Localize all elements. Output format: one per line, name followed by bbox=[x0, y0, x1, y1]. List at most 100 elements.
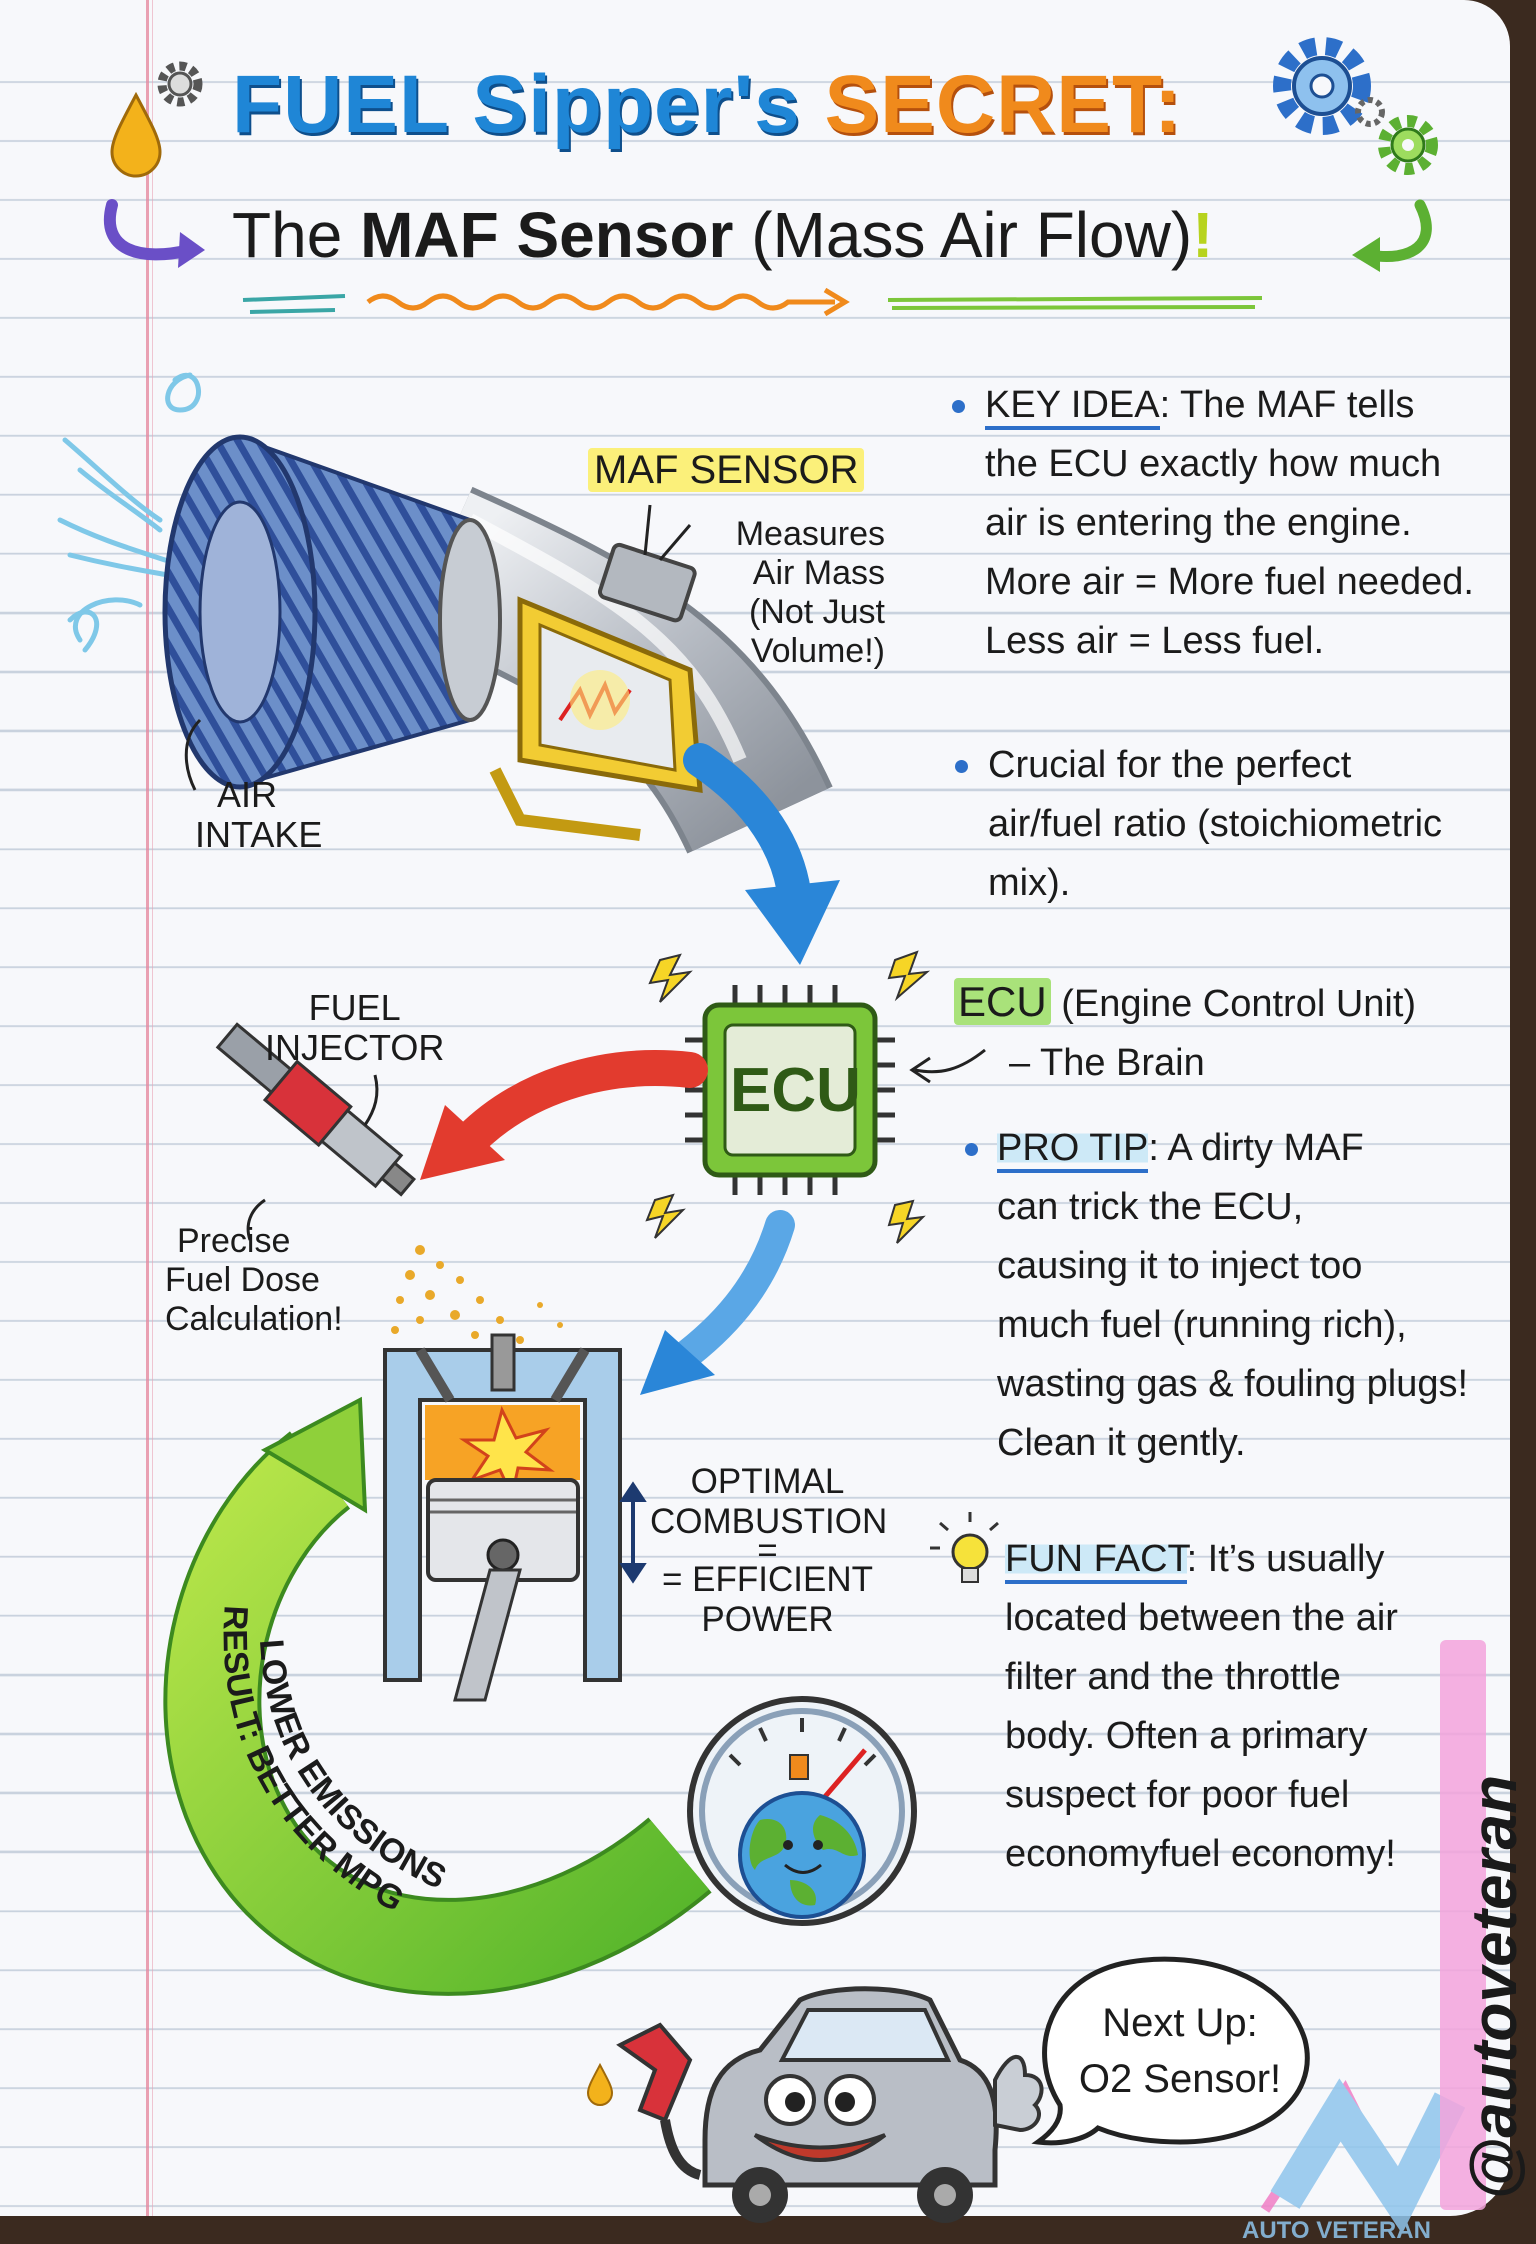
lightning-icon bbox=[645, 950, 931, 1244]
flow-arrow-red bbox=[420, 1050, 708, 1180]
label-line: = bbox=[757, 1531, 778, 1570]
label-line: Calculation! bbox=[165, 1300, 343, 1338]
auto-veteran-logo: AUTO VETERAN bbox=[1242, 2078, 1466, 2244]
bullet-icon bbox=[965, 1143, 978, 1156]
label-line: Volume!) bbox=[750, 632, 885, 670]
label-line: INJECTOR bbox=[265, 1027, 445, 1068]
page-title: FUEL Sipper's SECRET: bbox=[232, 58, 1182, 152]
bullet-icon bbox=[955, 760, 968, 773]
bullet-icon bbox=[952, 400, 965, 413]
margin-line bbox=[146, 0, 149, 2216]
note-line: the ECU exactly how much bbox=[985, 443, 1442, 485]
note-line: air is entering the engine. bbox=[985, 502, 1412, 544]
title-word: SECRET: bbox=[824, 59, 1183, 150]
social-handle: @autoveteran bbox=[1432, 1640, 1530, 2210]
gear-icon bbox=[1273, 37, 1371, 135]
subtitle-main: MAF Sensor bbox=[360, 199, 734, 271]
car-mascot-icon bbox=[702, 1986, 1044, 2223]
note-line: body. Often a primary bbox=[1005, 1715, 1368, 1757]
note-line: causing it to inject too bbox=[997, 1245, 1363, 1287]
subtitle-prefix: The bbox=[232, 199, 343, 271]
flow-arrow-blue bbox=[683, 743, 840, 965]
note-line: Clean it gently. bbox=[997, 1422, 1246, 1464]
note-line: (Engine Control Unit) bbox=[1061, 983, 1417, 1025]
underline-squiggle-orange bbox=[366, 293, 835, 311]
label-line: Air Mass bbox=[752, 554, 885, 592]
result-arc-arrow bbox=[163, 1396, 712, 1996]
underline-green bbox=[887, 296, 1263, 310]
flow-arrow-blue bbox=[640, 1210, 795, 1395]
note-label: PRO TIP bbox=[997, 1127, 1149, 1173]
measures-label: Measures Air Mass (Not Just Volume!) bbox=[720, 515, 885, 671]
callout-line: O2 Sensor! bbox=[1078, 2057, 1282, 2101]
label-line: OPTIMAL bbox=[690, 1462, 845, 1501]
gear-icon bbox=[1355, 97, 1385, 127]
note-line: suspect for poor fuel bbox=[1005, 1774, 1350, 1816]
note-line: Crucial for the perfect bbox=[988, 744, 1352, 786]
hook-arrow-icon bbox=[1352, 199, 1432, 272]
label-line: Precise bbox=[177, 1222, 291, 1260]
ecu-chip-label: ECU bbox=[730, 1056, 861, 1125]
fuel-spray bbox=[391, 1245, 563, 1344]
air-intake-label: AIR INTAKE bbox=[195, 775, 322, 855]
label-line: INTAKE bbox=[195, 814, 323, 855]
combustion-label: OPTIMAL COMBUSTION = = EFFICIENT POWER bbox=[650, 1462, 888, 1640]
note-pro-tip: PRO TIP: A dirty MAF can trick the ECU, … bbox=[997, 1119, 1468, 1473]
label-line: COMBUSTION bbox=[650, 1502, 888, 1541]
double-arrow-icon bbox=[619, 1481, 647, 1584]
handle-text: @autoveteran bbox=[1458, 1774, 1530, 2200]
subtitle-bang: ! bbox=[1192, 199, 1214, 271]
fuel-injector-label: FUEL INJECTOR bbox=[265, 988, 444, 1068]
note-line: filter and the throttle bbox=[1005, 1656, 1341, 1698]
note-line: located between the air bbox=[1005, 1597, 1398, 1639]
note-fun-fact: FUN FACT: It’s usually located between t… bbox=[1005, 1530, 1398, 1884]
note-crucial: Crucial for the perfect air/fuel ratio (… bbox=[988, 736, 1442, 913]
note-line: economyfuel economy! bbox=[1005, 1833, 1396, 1875]
note-label: KEY IDEA bbox=[985, 384, 1160, 430]
next-up-callout: Next Up: O2 Sensor! bbox=[1065, 1995, 1295, 2107]
label-line: POWER bbox=[701, 1600, 834, 1639]
label-line: Measures bbox=[735, 515, 885, 553]
note-line: much fuel (running rich), bbox=[997, 1304, 1407, 1346]
engine-cylinder bbox=[383, 1333, 622, 1702]
label-line: (Not Just bbox=[748, 593, 885, 631]
note-line: : A dirty MAF bbox=[1148, 1127, 1364, 1169]
label-line: Fuel Dose bbox=[165, 1261, 320, 1299]
margin-line bbox=[152, 0, 153, 2216]
note-line: Less air = Less fuel. bbox=[985, 620, 1325, 662]
hook-arrow-icon bbox=[104, 199, 205, 268]
note-line: : It’s usually bbox=[1186, 1538, 1385, 1580]
subtitle-paren: (Mass Air Flow) bbox=[751, 199, 1193, 271]
fuel-pump-nozzle-icon bbox=[586, 2022, 702, 2180]
title-word: FUEL bbox=[232, 59, 449, 150]
title-word: Sipper's bbox=[472, 59, 801, 150]
air-filter bbox=[162, 434, 502, 790]
maf-sensor-label-text: MAF SENSOR bbox=[588, 448, 865, 492]
ecu-chip bbox=[685, 985, 895, 1195]
precise-dose-label: Precise Fuel Dose Calculation! bbox=[165, 1222, 343, 1339]
underline-teal bbox=[242, 294, 346, 314]
maf-sensor-label: MAF SENSOR bbox=[588, 448, 865, 492]
callout-line: Next Up: bbox=[1102, 2001, 1258, 2045]
note-label: FUN FACT bbox=[1005, 1538, 1187, 1584]
maf-sensor bbox=[489, 542, 703, 841]
note-line: – The Brain bbox=[1009, 1042, 1205, 1084]
page-subtitle: The MAF Sensor (Mass Air Flow)! bbox=[232, 198, 1213, 272]
note-line: air/fuel ratio (stoichiometric bbox=[988, 803, 1443, 845]
note-ecu: ECU (Engine Control Unit) – The Brain bbox=[954, 972, 1416, 1093]
handle-highlight bbox=[1440, 1640, 1486, 2210]
speech-bubble bbox=[1031, 1956, 1310, 2146]
note-line: mix). bbox=[988, 862, 1071, 904]
gear-icon bbox=[1378, 115, 1438, 175]
air-swirl-icon bbox=[57, 372, 201, 653]
note-line: can trick the ECU, bbox=[997, 1186, 1304, 1228]
gauge-icon bbox=[687, 1696, 917, 1926]
note-line: wasting gas & fouling plugs! bbox=[997, 1363, 1469, 1405]
fuel-injector bbox=[215, 1022, 417, 1197]
gear-icon bbox=[157, 61, 203, 107]
note-key-idea: KEY IDEA: The MAF tells the ECU exactly … bbox=[985, 376, 1474, 671]
note-line: : The MAF tells bbox=[1159, 384, 1415, 426]
globe-icon bbox=[738, 1791, 866, 1919]
fuel-drop-icon bbox=[110, 91, 162, 178]
